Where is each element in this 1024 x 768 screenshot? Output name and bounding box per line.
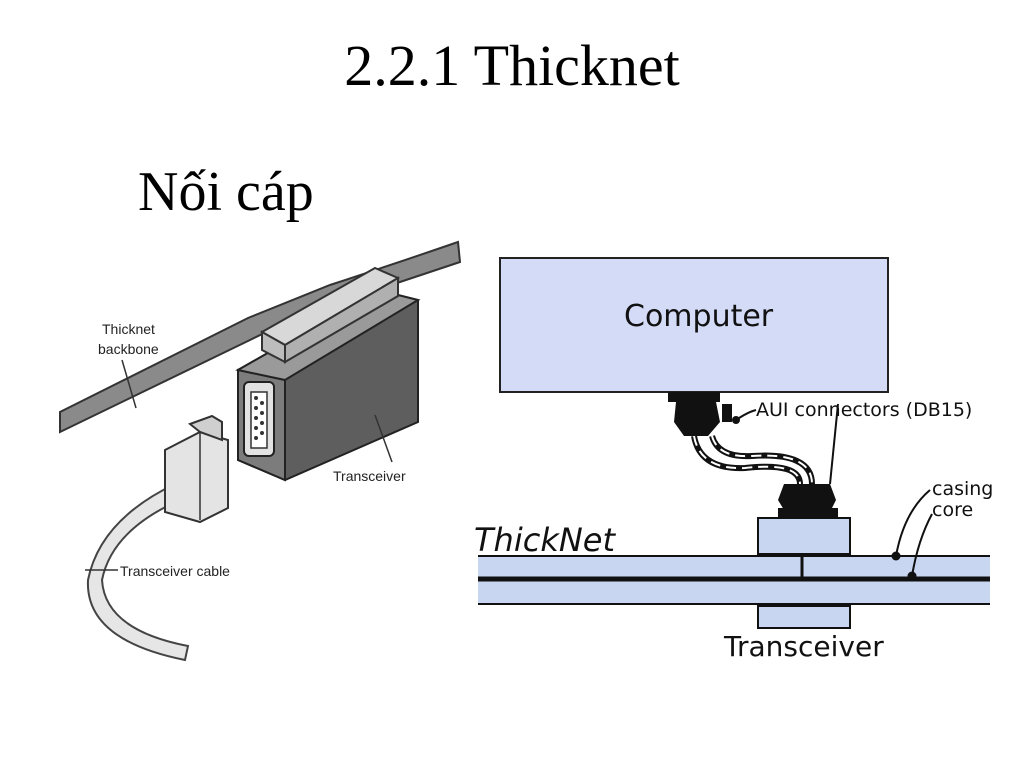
computer-label: Computer [624, 299, 774, 334]
transceiver-drop-cable [86, 482, 190, 662]
transceiver-label-left: Transceiver [333, 468, 406, 484]
backbone-leader [121, 359, 137, 409]
transceiver-leader [374, 414, 393, 463]
aui-connectors-label: AUI connectors (DB15) [756, 399, 972, 421]
core-label: core [932, 499, 973, 521]
backbone-label-line2: backbone [98, 341, 159, 357]
computer-box [499, 257, 889, 393]
slide-subtitle: Nối cáp [138, 161, 314, 223]
core-leader [911, 513, 933, 577]
aui-cable-leader [829, 403, 839, 485]
thicknet-connection-illustration: Thicknet backbone Transceiver Transceive… [59, 240, 462, 662]
transceiver-label-right: Transceiver [723, 630, 884, 663]
transceiver-bottom-block [757, 605, 851, 629]
vampire-tap-clamp [259, 266, 401, 364]
backbone-label-line1: Thicknet [102, 321, 155, 337]
aui-connector-transceiver [778, 484, 838, 520]
transceiver-cable-label: Transceiver cable [120, 563, 230, 579]
thicknet-label: ThickNet [474, 521, 616, 559]
aui-connector-computer [668, 392, 732, 436]
transceiver-top-block [757, 517, 851, 555]
thicknet-schematic: Computer AUI connectors (DB15) [474, 257, 993, 663]
casing-leader [895, 489, 931, 557]
casing-label: casing [932, 478, 993, 500]
cable-connector-plug [164, 414, 229, 524]
slide-title: 2.2.1 Thicknet [344, 33, 680, 98]
